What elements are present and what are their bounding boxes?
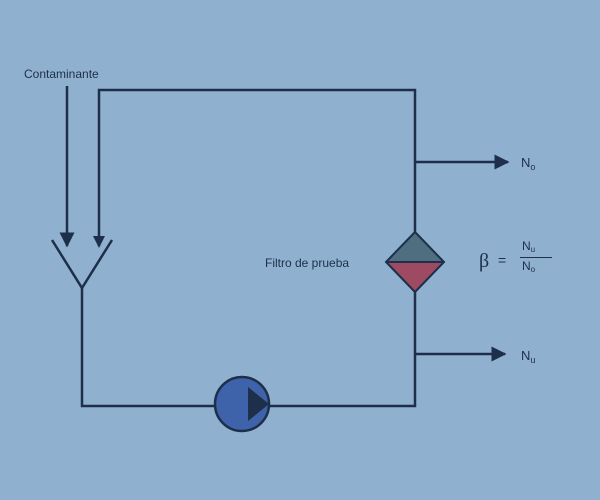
y-junction-icon bbox=[50, 239, 114, 291]
pump-icon bbox=[213, 375, 271, 433]
downstream-count-label: Nu bbox=[521, 349, 535, 365]
upstream-count-subscript: o bbox=[530, 162, 536, 172]
numerator-subscript: u bbox=[530, 245, 536, 254]
beta-ratio-formula: β = Nu No bbox=[479, 238, 559, 288]
formula-numerator: Nu bbox=[522, 240, 535, 254]
downstream-count-subscript: u bbox=[530, 355, 536, 365]
beta-symbol: β bbox=[479, 250, 490, 272]
filter-label: Filtro de prueba bbox=[265, 256, 350, 270]
upstream-count-label: No bbox=[521, 156, 535, 172]
downstream-count-symbol: N bbox=[521, 348, 531, 363]
upstream-count-symbol: N bbox=[521, 155, 531, 170]
return-arrowhead bbox=[93, 236, 105, 248]
return-line bbox=[97, 88, 417, 246]
equals-sign: = bbox=[498, 252, 507, 268]
denominator-symbol: N bbox=[522, 259, 531, 273]
supply-line bbox=[80, 288, 216, 408]
numerator-symbol: N bbox=[522, 239, 531, 253]
contaminant-label: Contaminante bbox=[24, 67, 99, 81]
denominator-subscript: o bbox=[530, 265, 536, 274]
filter-diamond-icon bbox=[384, 230, 446, 294]
pump-to-filter-line bbox=[268, 292, 417, 408]
fraction-bar bbox=[520, 257, 552, 258]
formula-denominator: No bbox=[522, 260, 535, 274]
